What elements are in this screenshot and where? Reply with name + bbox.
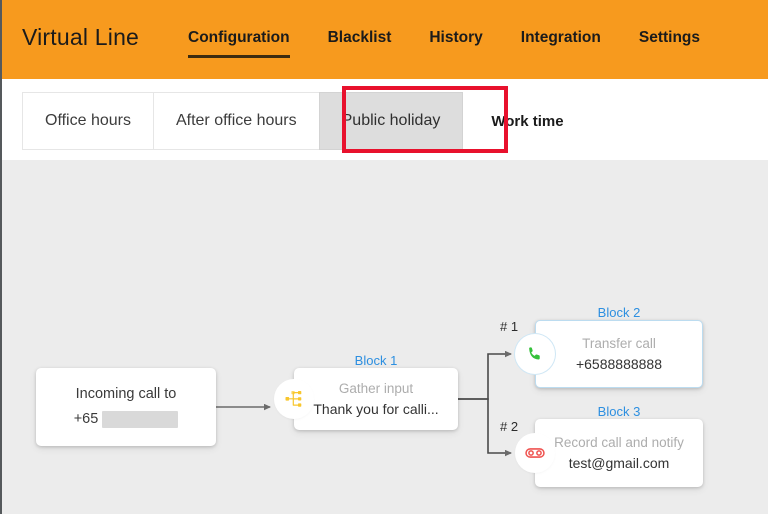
branch-label-2: # 2 (500, 419, 519, 434)
flow-node-block-1[interactable]: Gather input Thank you for calli... (294, 368, 458, 430)
nav-item-settings[interactable]: Settings (638, 29, 701, 46)
top-header-bar: Virtual Line Configuration Blacklist His… (2, 0, 768, 79)
flow-connectors (216, 350, 512, 457)
flow-node-block-3[interactable]: Record call and notify test@gmail.com (535, 419, 703, 487)
nav-item-integration[interactable]: Integration (520, 29, 601, 46)
branch-icon[interactable] (277, 382, 311, 416)
tab-office-hours[interactable]: Office hours (22, 92, 153, 150)
primary-nav: Configuration Blacklist History Integrat… (188, 29, 700, 58)
block-3-label: Block 3 (597, 404, 641, 419)
tab-public-holiday[interactable]: Public holiday (318, 92, 464, 150)
nav-item-configuration[interactable]: Configuration (188, 29, 290, 58)
block-2-label: Block 2 (597, 305, 641, 320)
block-1-value: Thank you for calli... (313, 400, 439, 417)
branch-label-1: # 1 (500, 319, 519, 334)
tab-after-office-hours[interactable]: After office hours (152, 92, 319, 150)
flow-node-incoming-call[interactable]: Incoming call to +65 (36, 368, 216, 446)
flow-canvas[interactable]: Incoming call to +65 Block 1 Gather inpu… (2, 160, 768, 514)
incoming-call-number-prefix: +65 (73, 410, 99, 427)
block-3-action: Record call and notify (554, 435, 684, 451)
incoming-call-number-row: +65 (74, 409, 179, 430)
voicemail-icon[interactable] (518, 436, 552, 470)
app-brand-title: Virtual Line (22, 24, 140, 50)
block-1-action: Gather input (338, 381, 414, 397)
nav-item-history[interactable]: History (429, 29, 483, 46)
incoming-call-title: Incoming call to (75, 386, 177, 403)
redacted-phone-number (102, 410, 179, 428)
tab-work-time[interactable]: Work time (491, 112, 564, 130)
block-3-value: test@gmail.com (568, 454, 670, 471)
block-2-value: +6588888888 (575, 355, 663, 372)
block-1-label: Block 1 (354, 353, 398, 368)
phone-icon[interactable] (518, 337, 552, 371)
flow-node-block-2[interactable]: Transfer call +6588888888 (535, 320, 703, 388)
nav-item-blacklist[interactable]: Blacklist (327, 29, 392, 46)
block-2-action: Transfer call (582, 336, 656, 352)
secondary-tab-strip: Office hours After office hours Public h… (2, 79, 768, 160)
schedule-tab-group: Office hours After office hours Public h… (22, 92, 586, 150)
